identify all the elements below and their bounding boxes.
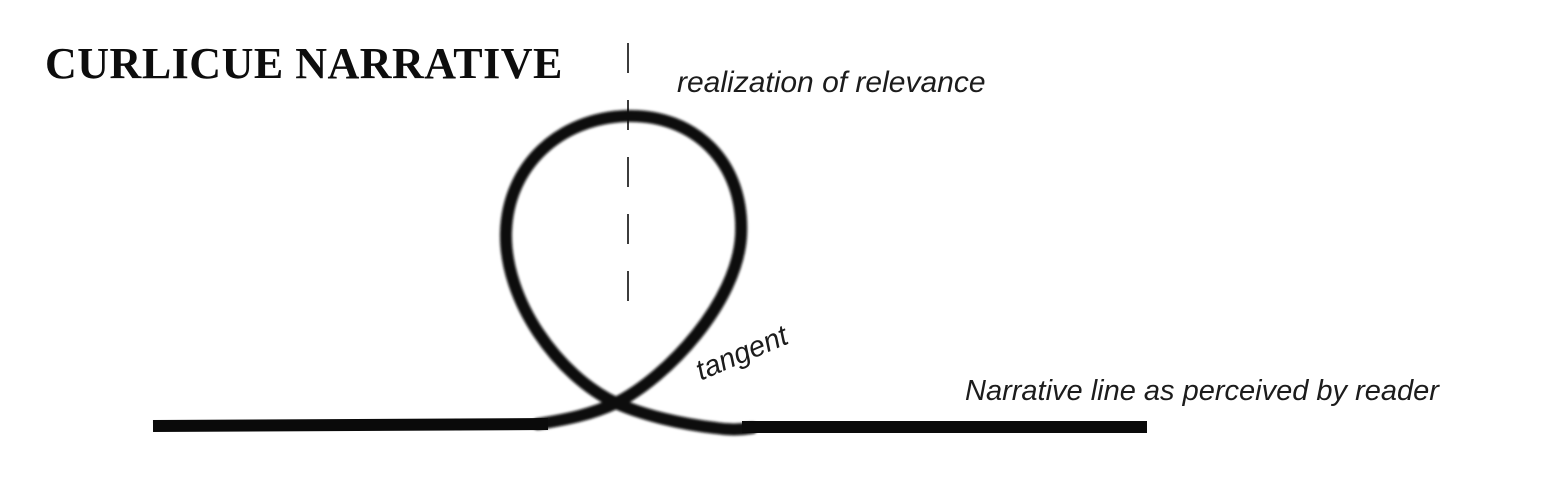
label-realization-of-relevance: realization of relevance <box>677 66 986 99</box>
diagram-title: CURLICUE NARRATIVE <box>45 39 563 88</box>
label-narrative-line-as-perceived-by-reader: Narrative line as perceived by reader <box>965 375 1439 407</box>
curlicue-loop-stroke <box>499 109 758 436</box>
narrative-line-left-segment <box>152 418 549 432</box>
